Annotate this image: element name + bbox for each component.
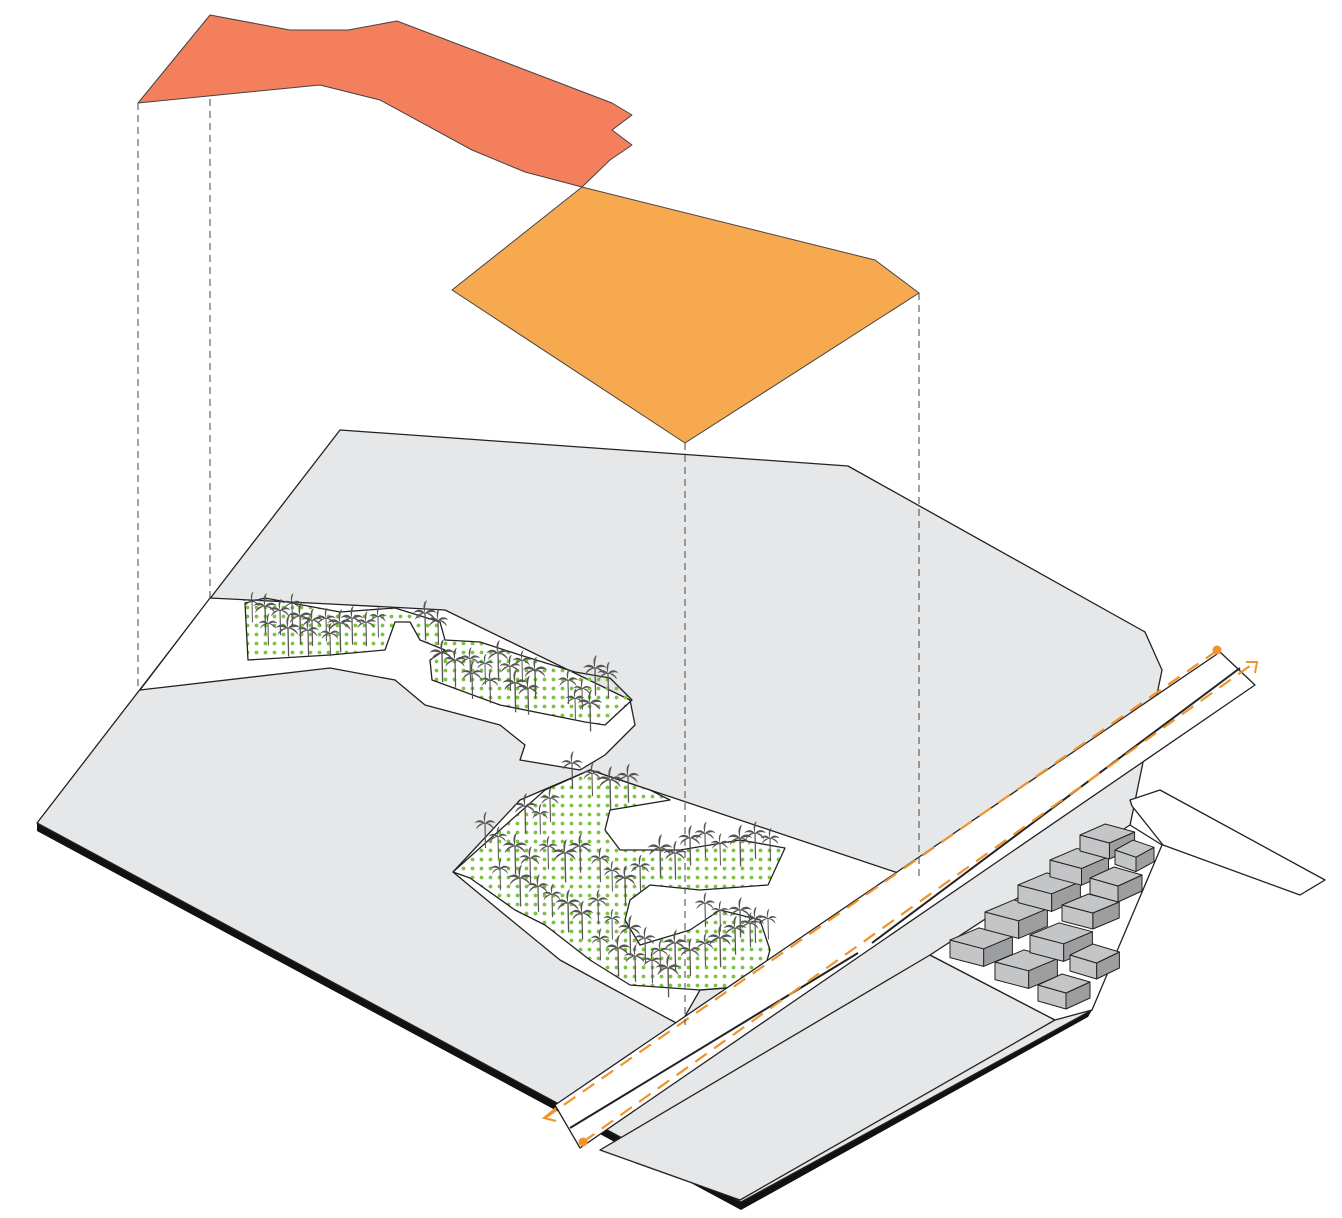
arrow-icon bbox=[1246, 661, 1259, 674]
road-centerline-a bbox=[569, 952, 859, 1129]
building-roof bbox=[1089, 866, 1143, 887]
middle-layer-plane bbox=[451, 186, 920, 444]
building-roof bbox=[1069, 943, 1120, 964]
dot-marker-icon bbox=[1212, 645, 1222, 655]
building-roof bbox=[1037, 973, 1091, 994]
projection-lines bbox=[137, 15, 920, 1025]
building-roof bbox=[1029, 922, 1093, 945]
dot-marker-icon bbox=[578, 1137, 588, 1147]
arrow-icon bbox=[541, 1107, 557, 1122]
upper-layer-plane bbox=[137, 14, 633, 188]
building-roof bbox=[1079, 823, 1136, 844]
building-cluster bbox=[949, 823, 1155, 1010]
building-roof bbox=[1114, 839, 1155, 858]
branch-road bbox=[1129, 789, 1326, 896]
road bbox=[541, 645, 1259, 1149]
